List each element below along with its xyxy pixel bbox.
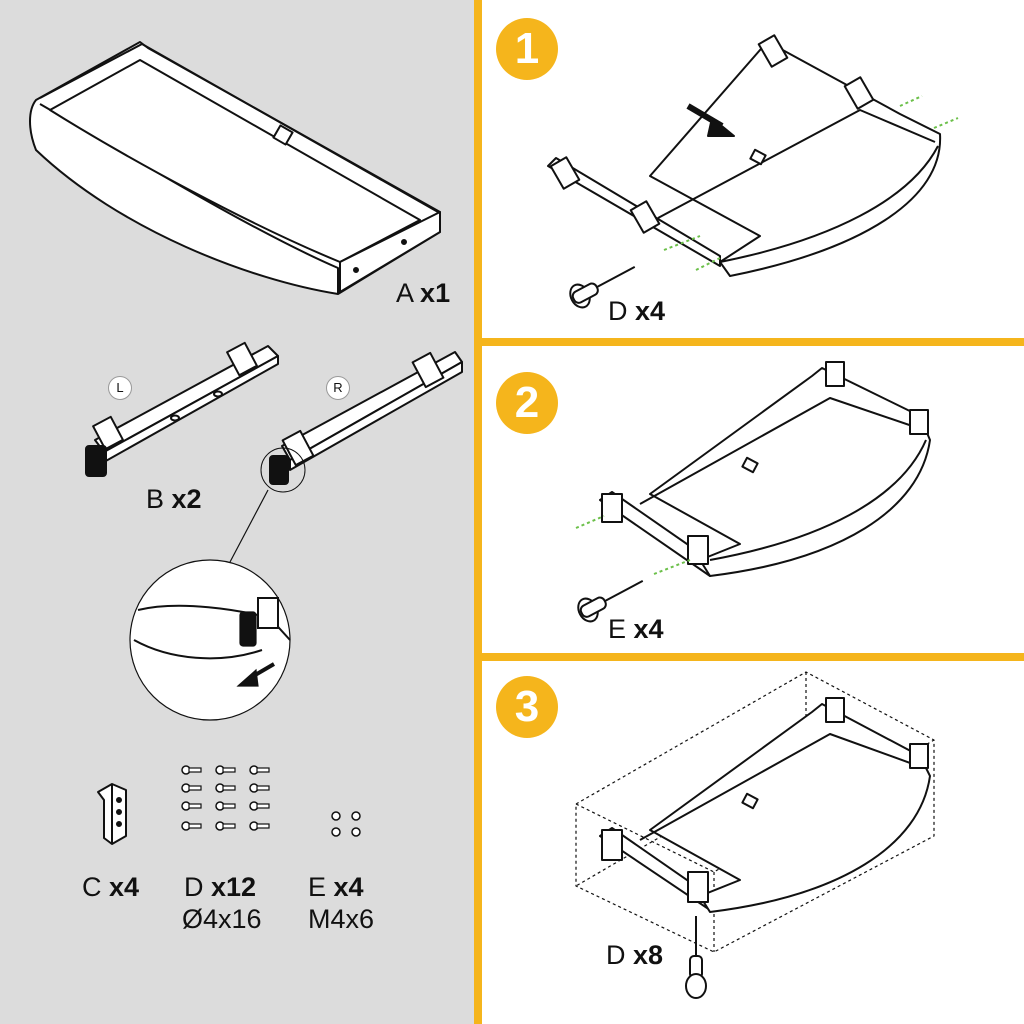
part-b-label: B x2 xyxy=(146,484,202,514)
step-1-label: D x4 xyxy=(608,296,666,326)
divider-step-2-3 xyxy=(474,653,1024,661)
step-3-label: D x8 xyxy=(606,940,664,970)
step-3-badge: 3 xyxy=(496,676,558,738)
part-e-label: E x4 xyxy=(308,872,364,902)
part-a-label: A x1 xyxy=(396,278,451,308)
right-rail-tag: R xyxy=(326,376,350,400)
step-1-illustration xyxy=(547,34,959,312)
part-d-spec: Ø4x16 xyxy=(182,904,262,934)
step-3-illustration xyxy=(575,671,935,999)
part-c-label: C x4 xyxy=(82,872,140,902)
step-2-badge: 2 xyxy=(496,372,558,434)
part-e-spec: M4x6 xyxy=(308,904,375,934)
part-d-screws xyxy=(181,765,270,831)
part-b-right-rail xyxy=(260,351,463,493)
part-b-left-rail xyxy=(85,341,279,477)
step-1-badge: 1 xyxy=(496,18,558,80)
part-c-bracket xyxy=(97,783,127,845)
step-2-illustration xyxy=(573,361,931,626)
rail-detail-magnifier xyxy=(129,489,291,721)
part-a-tray xyxy=(29,41,441,295)
part-e-screws xyxy=(331,811,361,837)
step-2-label: E x4 xyxy=(608,614,664,644)
part-d-label: D x12 xyxy=(184,872,257,902)
divider-step-1-2 xyxy=(474,338,1024,346)
left-rail-tag: L xyxy=(108,376,132,400)
divider-vertical xyxy=(474,0,482,1024)
